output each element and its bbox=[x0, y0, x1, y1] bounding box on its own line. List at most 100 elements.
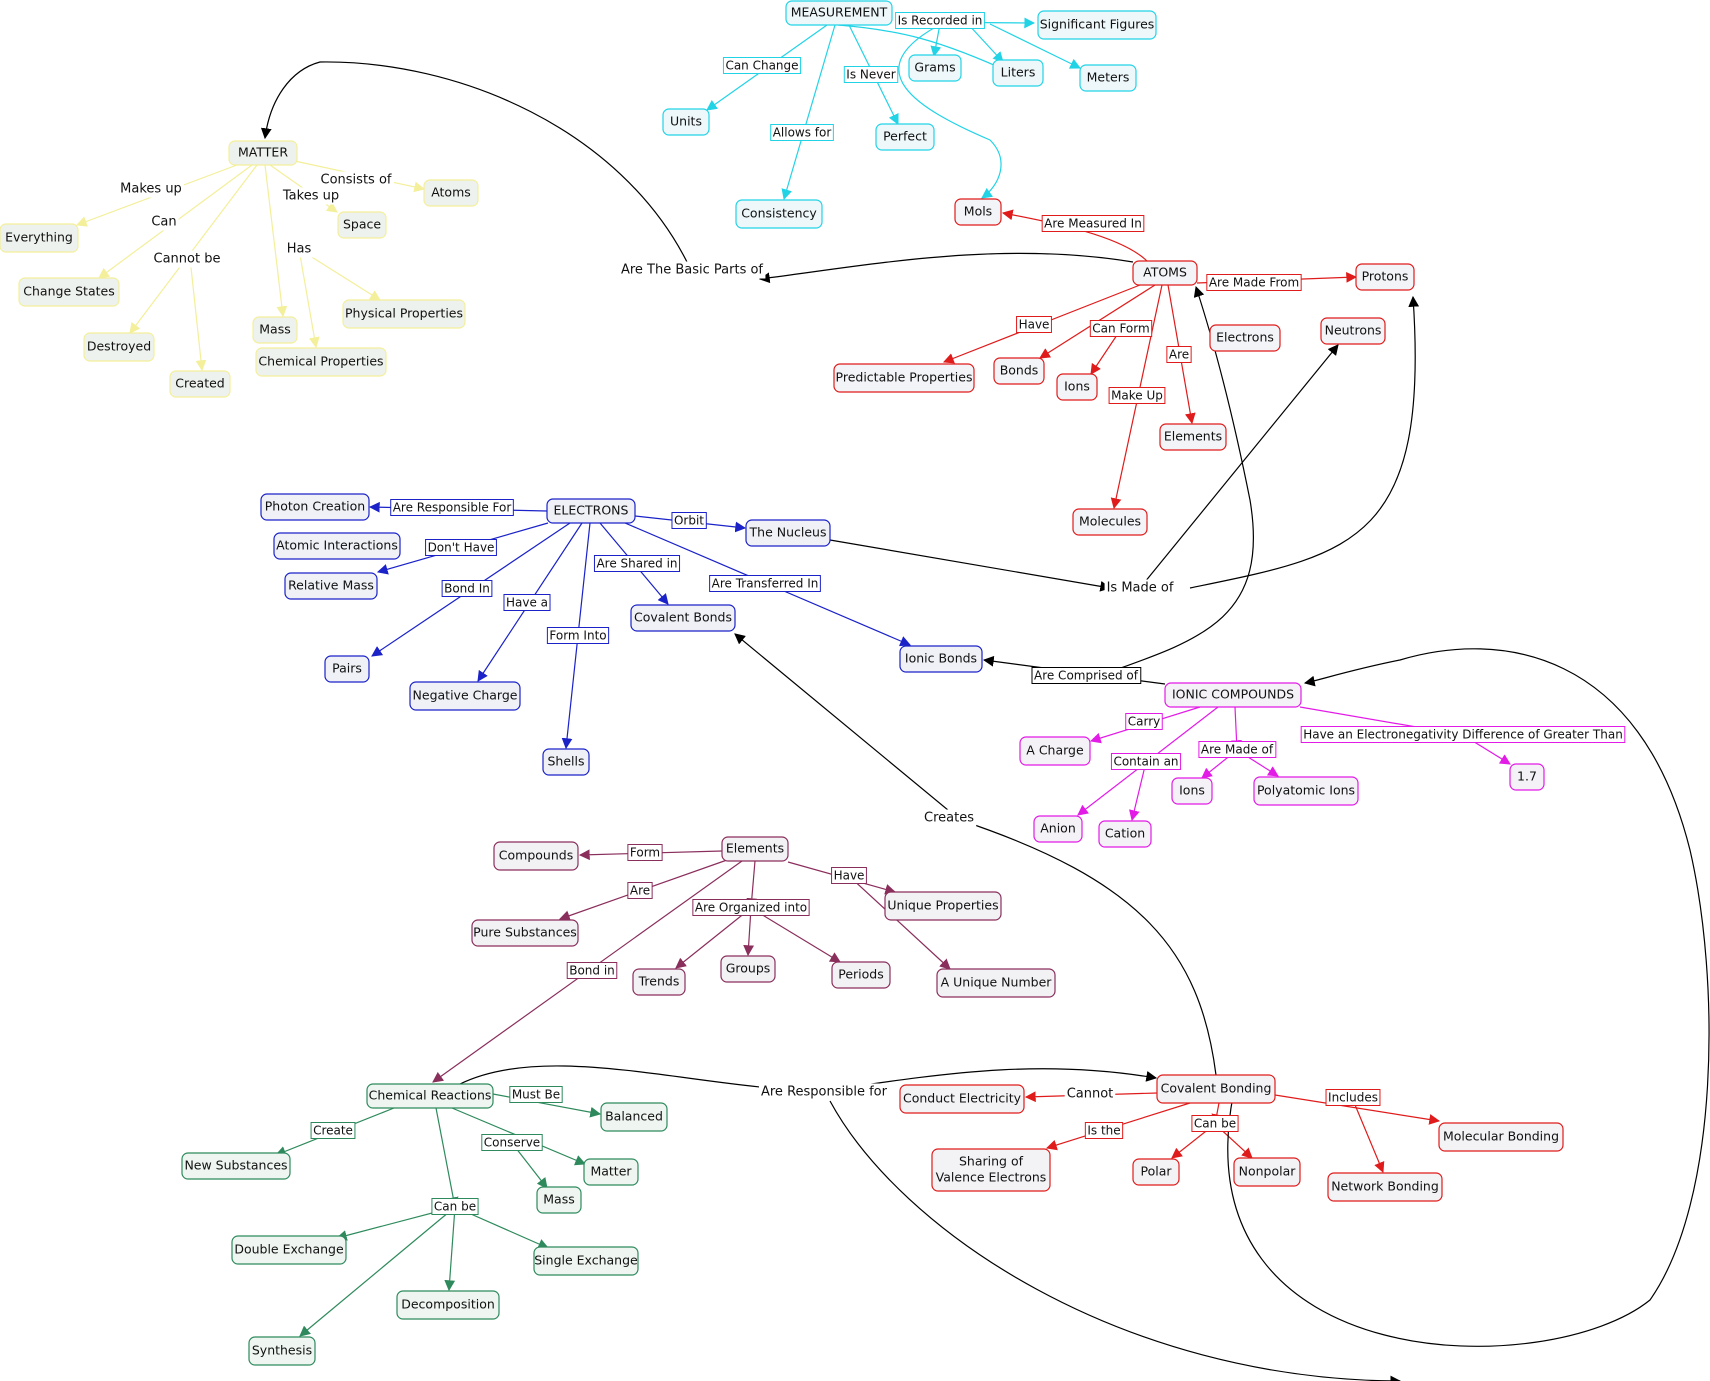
concept-photon-creation[interactable]: Photon Creation bbox=[260, 493, 370, 521]
lk-has-label[interactable]: Has bbox=[284, 240, 314, 258]
concept-molecular-bonding[interactable]: Molecular Bonding bbox=[1438, 1122, 1564, 1152]
lk-resp-r-label[interactable]: Are Responsible for bbox=[758, 1083, 890, 1101]
concept-new-substances[interactable]: New Substances bbox=[181, 1152, 291, 1180]
lk-can-label[interactable]: Can bbox=[149, 213, 179, 231]
concept-matter[interactable]: MATTER bbox=[228, 140, 298, 166]
concept-trends[interactable]: Trends bbox=[632, 968, 686, 996]
concept-atoms-m[interactable]: Atoms bbox=[423, 179, 479, 207]
concept-everything[interactable]: Everything bbox=[0, 223, 79, 253]
concept-shells[interactable]: Shells bbox=[542, 748, 590, 776]
concept-periods[interactable]: Periods bbox=[831, 961, 891, 989]
lk-canchange-label[interactable]: Can Change bbox=[722, 57, 802, 74]
concept-meters[interactable]: Meters bbox=[1079, 64, 1137, 92]
lk-cannotbe-label[interactable]: Cannot be bbox=[151, 250, 223, 268]
lk-have-el-label[interactable]: Have bbox=[831, 867, 867, 884]
concept-chemical-reactions[interactable]: Chemical Reactions bbox=[366, 1083, 494, 1109]
concept-balanced[interactable]: Balanced bbox=[600, 1102, 668, 1132]
lk-consists-label[interactable]: Consists of bbox=[318, 171, 394, 189]
concept-network-bonding[interactable]: Network Bonding bbox=[1327, 1172, 1443, 1202]
concept-a-charge[interactable]: A Charge bbox=[1019, 736, 1091, 766]
lk-isthe-label[interactable]: Is the bbox=[1084, 1122, 1124, 1139]
concept-bonds[interactable]: Bonds bbox=[993, 357, 1045, 385]
lk-create-label[interactable]: Create bbox=[310, 1122, 356, 1139]
lk-have-atoms-label[interactable]: Have bbox=[1016, 316, 1052, 333]
lk-cannot-label[interactable]: Cannot bbox=[1064, 1085, 1116, 1103]
lk-makeup-label[interactable]: Make Up bbox=[1108, 387, 1166, 404]
concept-decomposition[interactable]: Decomposition bbox=[396, 1290, 500, 1320]
lk-engreater-label[interactable]: Have an Electronegativity Difference of … bbox=[1300, 726, 1626, 743]
concept-elements-a[interactable]: Elements bbox=[1159, 423, 1227, 451]
concept-space[interactable]: Space bbox=[337, 211, 387, 239]
lk-creates-label[interactable]: Creates bbox=[922, 809, 977, 827]
concept-matter-r[interactable]: Matter bbox=[583, 1158, 639, 1186]
concept-electrons[interactable]: ELECTRONS bbox=[546, 498, 636, 524]
concept-ions-i[interactable]: Ions bbox=[1171, 777, 1213, 805]
concept-elements[interactable]: Elements bbox=[721, 836, 789, 862]
lk-form-label[interactable]: Form bbox=[627, 844, 663, 861]
lk-makesup-label[interactable]: Makes up bbox=[118, 180, 184, 198]
lk-takesup-label[interactable]: Takes up bbox=[279, 187, 342, 205]
concept-physical-properties[interactable]: Physical Properties bbox=[342, 299, 466, 329]
concept-grams[interactable]: Grams bbox=[908, 54, 962, 82]
lk-shared-label[interactable]: Are Shared in bbox=[593, 555, 681, 572]
concept-one-seven[interactable]: 1.7 bbox=[1509, 763, 1545, 791]
concept-compounds[interactable]: Compounds bbox=[493, 841, 579, 871]
lk-made-from-label[interactable]: Are Made From bbox=[1206, 274, 1302, 291]
concept-covalent-bonds[interactable]: Covalent Bonds bbox=[630, 604, 736, 632]
concept-predictable-properties[interactable]: Predictable Properties bbox=[833, 363, 975, 393]
concept-negative-charge[interactable]: Negative Charge bbox=[409, 681, 521, 711]
concept-relative-mass[interactable]: Relative Mass bbox=[284, 572, 378, 600]
concept-cation[interactable]: Cation bbox=[1098, 820, 1152, 848]
concept-significant-figures[interactable]: Significant Figures bbox=[1037, 10, 1157, 40]
concept-ions-a[interactable]: Ions bbox=[1056, 373, 1098, 401]
lk-are-el-label[interactable]: Are bbox=[627, 882, 653, 899]
lk-orbit-label[interactable]: Orbit bbox=[671, 512, 707, 529]
lk-havea-e-label[interactable]: Have a bbox=[503, 594, 551, 611]
concept-neutrons[interactable]: Neutrons bbox=[1320, 317, 1386, 345]
lk-bondin-el-label[interactable]: Bond in bbox=[566, 962, 618, 979]
concept-units[interactable]: Units bbox=[662, 108, 710, 136]
concept-protons[interactable]: Protons bbox=[1355, 263, 1415, 291]
lk-allowsfor-label[interactable]: Allows for bbox=[770, 124, 834, 141]
lk-donthave-label[interactable]: Don't Have bbox=[425, 539, 497, 556]
concept-mols[interactable]: Mols bbox=[954, 198, 1002, 226]
concept-polyatomic-ions[interactable]: Polyatomic Ions bbox=[1253, 776, 1359, 806]
concept-molecules[interactable]: Molecules bbox=[1072, 508, 1148, 536]
lk-are-atoms-label[interactable]: Are bbox=[1166, 346, 1192, 363]
concept-liters[interactable]: Liters bbox=[992, 59, 1044, 87]
concept-polar[interactable]: Polar bbox=[1132, 1158, 1180, 1186]
lk-isnever-label[interactable]: Is Never bbox=[843, 66, 899, 83]
concept-synthesis[interactable]: Synthesis bbox=[248, 1336, 316, 1366]
lk-bondin-e-label[interactable]: Bond In bbox=[441, 580, 493, 597]
concept-pure-substances[interactable]: Pure Substances bbox=[471, 919, 579, 947]
lk-comprised-label[interactable]: Are Comprised of bbox=[1031, 667, 1142, 684]
concept-chemical-properties[interactable]: Chemical Properties bbox=[255, 347, 387, 377]
lk-includes-label[interactable]: Includes bbox=[1325, 1089, 1381, 1106]
lk-resp-e-label[interactable]: Are Responsible For bbox=[390, 499, 514, 516]
lk-measured-label[interactable]: Are Measured In bbox=[1041, 215, 1145, 232]
concept-pairs[interactable]: Pairs bbox=[324, 655, 370, 683]
concept-double-exchange[interactable]: Double Exchange bbox=[231, 1235, 347, 1265]
lk-conserve-label[interactable]: Conserve bbox=[481, 1134, 543, 1151]
concept-perfect[interactable]: Perfect bbox=[875, 123, 935, 151]
lk-canbe-c-label[interactable]: Can be bbox=[1191, 1115, 1239, 1132]
concept-groups[interactable]: Groups bbox=[720, 955, 776, 983]
lk-transferred-label[interactable]: Are Transferred In bbox=[709, 575, 821, 592]
concept-single-exchange[interactable]: Single Exchange bbox=[533, 1246, 639, 1276]
concept-mass-r[interactable]: Mass bbox=[536, 1186, 582, 1214]
lk-organized-label[interactable]: Are Organized into bbox=[692, 899, 810, 916]
concept-electrons-a[interactable]: Electrons bbox=[1209, 324, 1281, 352]
concept-created[interactable]: Created bbox=[169, 370, 231, 398]
concept-conduct-electricity[interactable]: Conduct Electricity bbox=[899, 1084, 1025, 1114]
concept-atoms[interactable]: ATOMS bbox=[1132, 260, 1198, 286]
lk-carry-label[interactable]: Carry bbox=[1125, 713, 1163, 730]
concept-the-nucleus[interactable]: The Nucleus bbox=[745, 519, 831, 547]
concept-ionic-bonds[interactable]: Ionic Bonds bbox=[899, 645, 983, 673]
concept-mass-m[interactable]: Mass bbox=[252, 316, 298, 344]
lk-aremadeof-label[interactable]: Are Made of bbox=[1198, 741, 1277, 758]
lk-ismadeof-label[interactable]: Is Made of bbox=[1104, 579, 1176, 597]
lk-containan-label[interactable]: Contain an bbox=[1110, 753, 1182, 770]
concept-change-states[interactable]: Change States bbox=[18, 277, 120, 307]
concept-ionic-compounds[interactable]: IONIC COMPOUNDS bbox=[1164, 682, 1302, 708]
